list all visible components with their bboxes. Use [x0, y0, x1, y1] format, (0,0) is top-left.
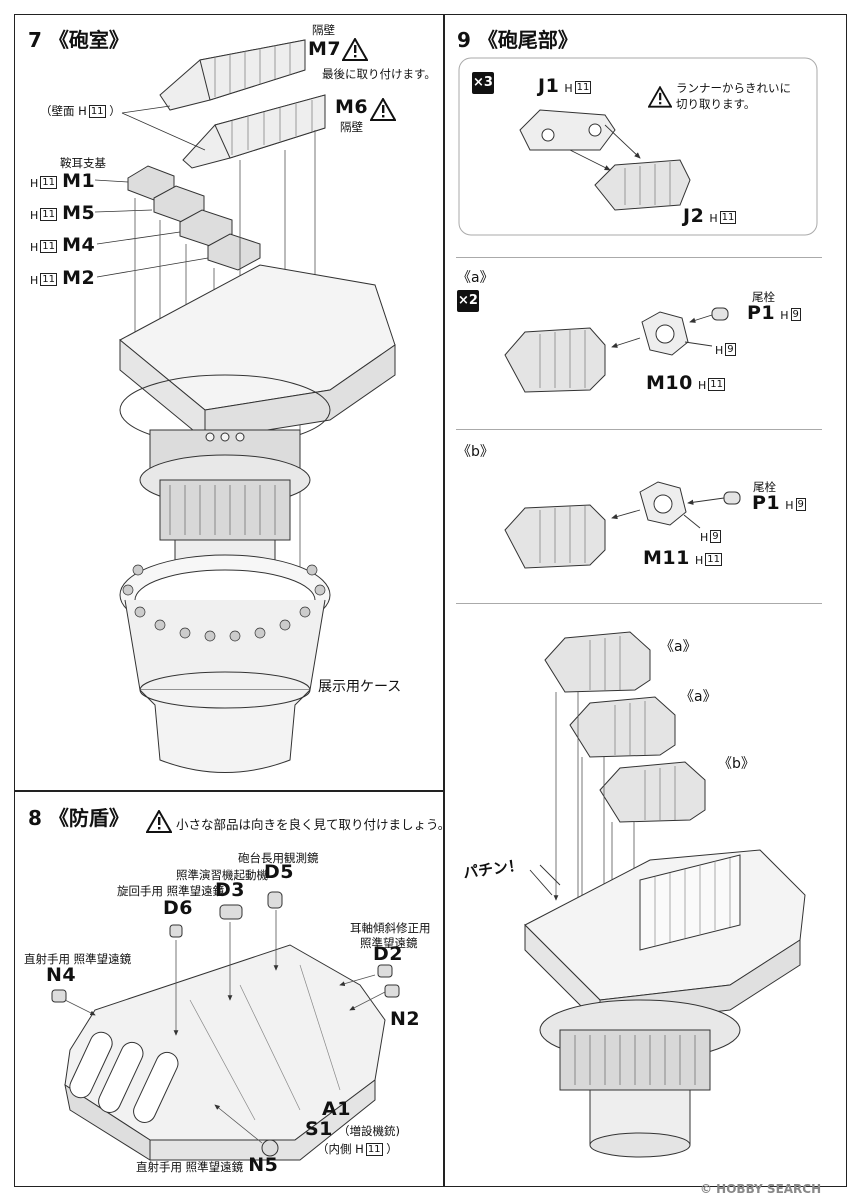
step8-panel — [14, 791, 444, 1187]
d2-label: D2 — [373, 943, 403, 965]
d5-caption: 砲台長用観測鏡 — [238, 851, 319, 865]
m6-label: M6 — [335, 96, 369, 118]
m2-label: M2 — [62, 267, 96, 289]
n5-label: N5 — [248, 1154, 279, 1176]
divider — [456, 257, 822, 258]
breech-stack — [544, 631, 706, 823]
s1-label: S1 — [305, 1118, 333, 1140]
step9-heading: 9 《砲尾部》 — [457, 24, 578, 53]
m5-label: M5 — [62, 202, 96, 224]
p1-label: P1 — [752, 492, 781, 514]
turret-body-7 — [119, 264, 396, 576]
m11-label: M11 — [643, 547, 690, 569]
stack-label-a2: 《a》 — [680, 689, 717, 705]
breech-assembly-b — [504, 481, 741, 569]
stack-label-a1: 《a》 — [660, 639, 697, 655]
s1-note: （増設機銃) — [338, 1124, 400, 1138]
trunnion-supports — [127, 165, 261, 271]
variant-b-label: 《b》 — [457, 444, 494, 460]
multiplier-badge: ×2 — [457, 290, 479, 312]
breech-caption: 尾栓 — [753, 480, 776, 494]
step-number: 7 — [28, 28, 42, 52]
step-title: 《砲室》 — [48, 28, 129, 52]
part-j1 — [519, 109, 616, 151]
m7-note: 最後に取り付けます。 — [322, 67, 436, 81]
j-parts-box — [458, 57, 818, 236]
multiplier-badge: ×3 — [472, 72, 494, 94]
step7-panel — [14, 14, 444, 791]
trunnion-caption: 鞍耳支基 — [60, 156, 106, 170]
gun-shield — [64, 944, 386, 1161]
m7-label: M7 — [308, 38, 342, 60]
n4-caption: 直射手用 照準望遠鏡 — [24, 952, 132, 966]
m10-label: M10 — [646, 372, 693, 394]
p1-label: P1 — [747, 302, 776, 324]
breech-caption: 尾栓 — [752, 290, 775, 304]
d2-caption-1: 耳軸傾斜修正用 — [350, 921, 431, 935]
breech-assembly-a — [504, 307, 729, 393]
warning-icon — [370, 98, 396, 121]
d5-label: D5 — [264, 861, 294, 883]
m7-caption: 隔壁 — [312, 23, 335, 37]
part-j2 — [594, 159, 691, 211]
watermark: © HOBBY SEARCH — [700, 1182, 822, 1196]
step8-warning: 小さな部品は向きを良く見て取り付けましょう。 — [176, 817, 451, 832]
n2-label: N2 — [390, 1008, 421, 1030]
divider — [456, 603, 822, 604]
n5-caption: 直射手用 照準望遠鏡 — [136, 1160, 244, 1174]
n4-label: N4 — [46, 964, 77, 986]
step-title: 《砲尾部》 — [477, 28, 578, 52]
d6-caption: 旋回手用 照準望遠鏡 — [117, 884, 225, 898]
variant-a-label: 《a》 — [457, 270, 494, 286]
bulkhead-m7 — [159, 39, 306, 111]
step-number: 9 — [457, 28, 471, 52]
stack-label-b: 《b》 — [718, 756, 755, 772]
step7-heading: 7 《砲室》 — [28, 24, 129, 53]
step9-panel — [444, 14, 847, 1187]
m4-label: M4 — [62, 234, 96, 256]
warning-icon — [146, 810, 172, 833]
step-title: 《防盾》 — [48, 806, 129, 830]
a1-label: A1 — [322, 1098, 351, 1120]
d6-label: D6 — [163, 897, 193, 919]
step8-heading: 8 《防盾》 — [28, 802, 129, 831]
d3-label: D3 — [215, 879, 245, 901]
display-case-label: 展示用ケース — [318, 679, 402, 695]
m6-caption: 隔壁 — [340, 120, 363, 134]
warning-icon — [648, 86, 672, 108]
warning-icon — [342, 38, 368, 61]
m1-label: M1 — [62, 170, 96, 192]
runner-note-2: 切り取ります。 — [676, 97, 756, 111]
n5-row: 直射手用 照準望遠鏡 N5 — [136, 1154, 278, 1176]
turret-body-9 — [524, 849, 806, 1158]
sight-parts — [51, 891, 400, 1157]
runner-note-1: ランナーからきれいに — [676, 81, 791, 95]
d2-caption-2: 照準望遠鏡 — [360, 936, 418, 950]
s1-row: S1 （増設機銃) — [305, 1118, 400, 1140]
divider — [456, 429, 822, 430]
d3-caption: 照準演習機起動機 — [176, 868, 268, 882]
j2-label: J2 — [683, 205, 705, 227]
step-number: 8 — [28, 806, 42, 830]
display-case — [119, 554, 331, 773]
bulkhead-m6 — [182, 94, 326, 169]
j1-label: J1 — [538, 75, 560, 97]
